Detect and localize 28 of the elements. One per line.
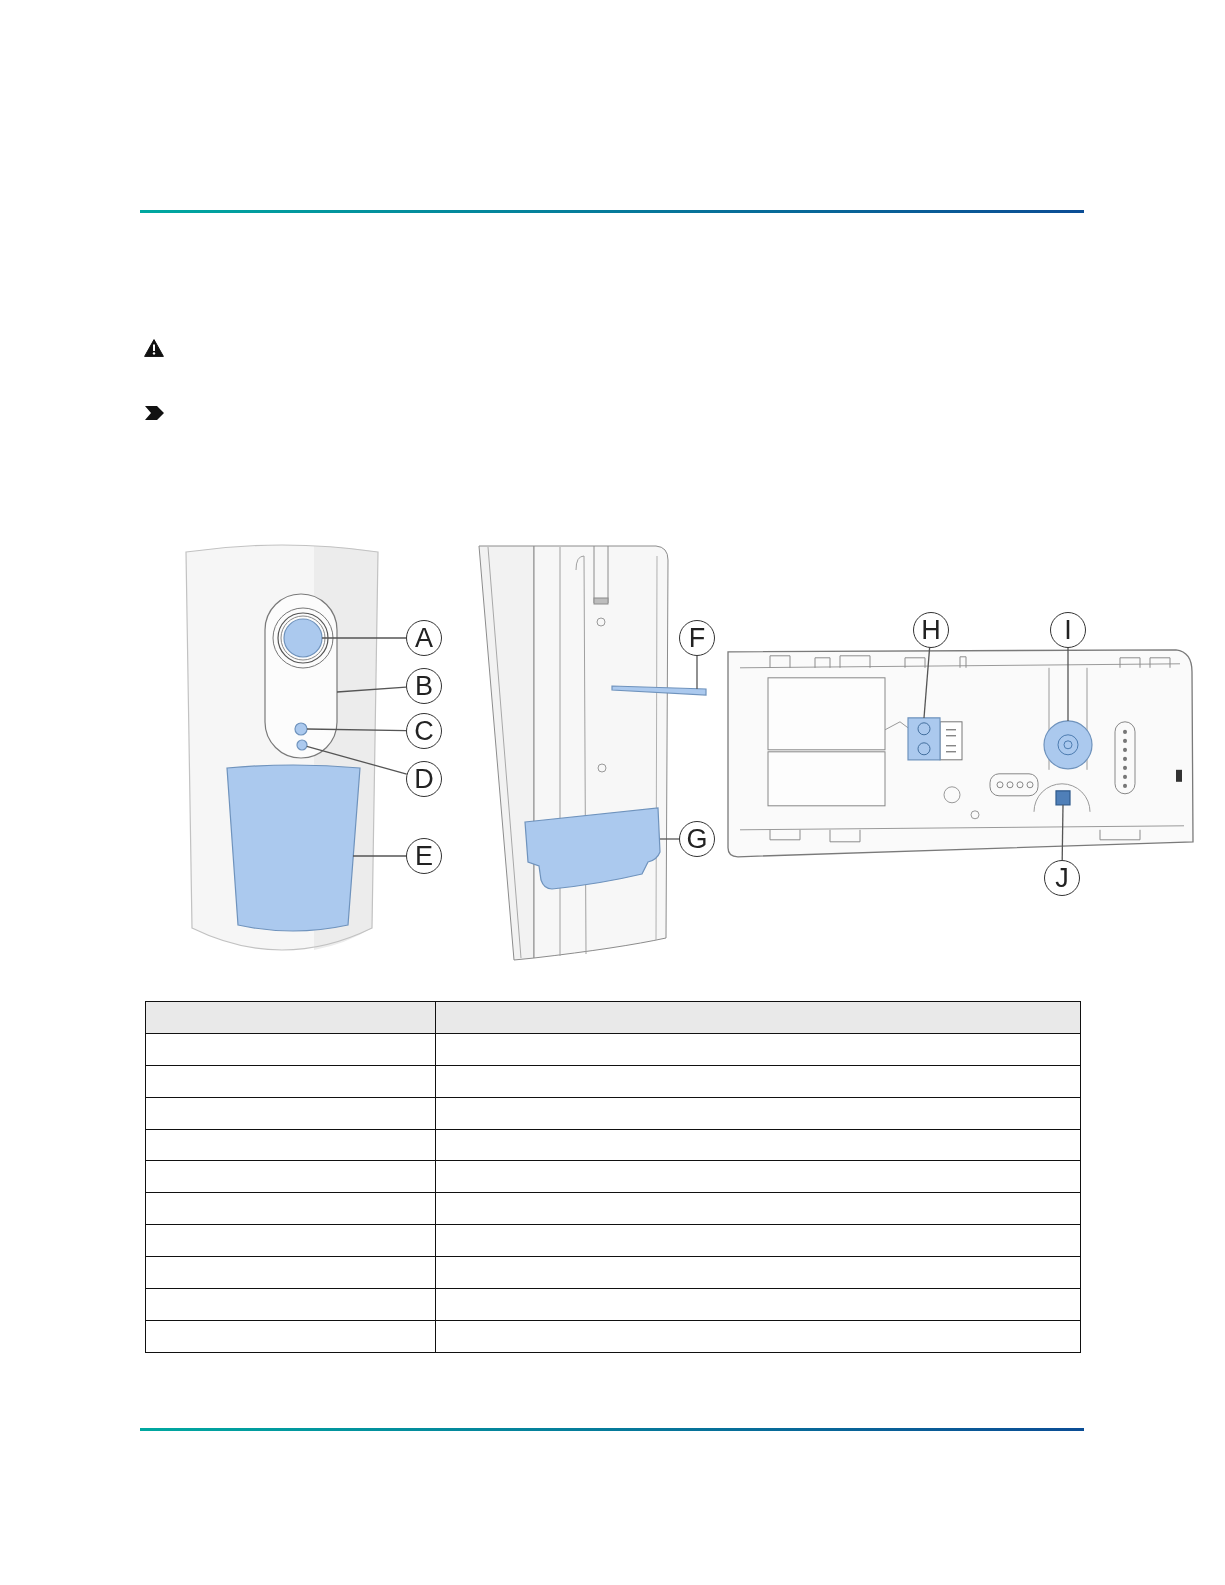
leader-line xyxy=(923,647,931,719)
callout-letter: A xyxy=(406,620,442,656)
switch xyxy=(1055,790,1071,806)
callout-letter: C xyxy=(406,713,442,749)
leader-line xyxy=(659,838,680,840)
leader-line xyxy=(696,655,698,690)
callout-letter: B xyxy=(406,668,442,704)
bracket xyxy=(524,807,661,890)
leader-line xyxy=(1061,804,1064,861)
callout-letter: D xyxy=(406,761,442,797)
callout-letter: F xyxy=(679,620,715,656)
indicator-light xyxy=(294,722,308,736)
callout-letter: H xyxy=(913,612,949,648)
terminal-block xyxy=(907,717,941,761)
leader-line xyxy=(306,745,408,775)
round-disc xyxy=(1043,720,1093,770)
callout-letter: G xyxy=(679,821,715,857)
lens xyxy=(283,618,323,658)
leader-line xyxy=(306,728,407,732)
tab xyxy=(611,685,707,696)
leader-line xyxy=(336,686,407,693)
leader-line xyxy=(321,637,407,639)
callout-letter: J xyxy=(1044,860,1080,896)
callout-letter: E xyxy=(406,838,442,874)
leader-line xyxy=(352,855,407,857)
indicator-light xyxy=(296,739,308,751)
leader-line xyxy=(1067,647,1069,722)
callout-letter: I xyxy=(1050,612,1086,648)
